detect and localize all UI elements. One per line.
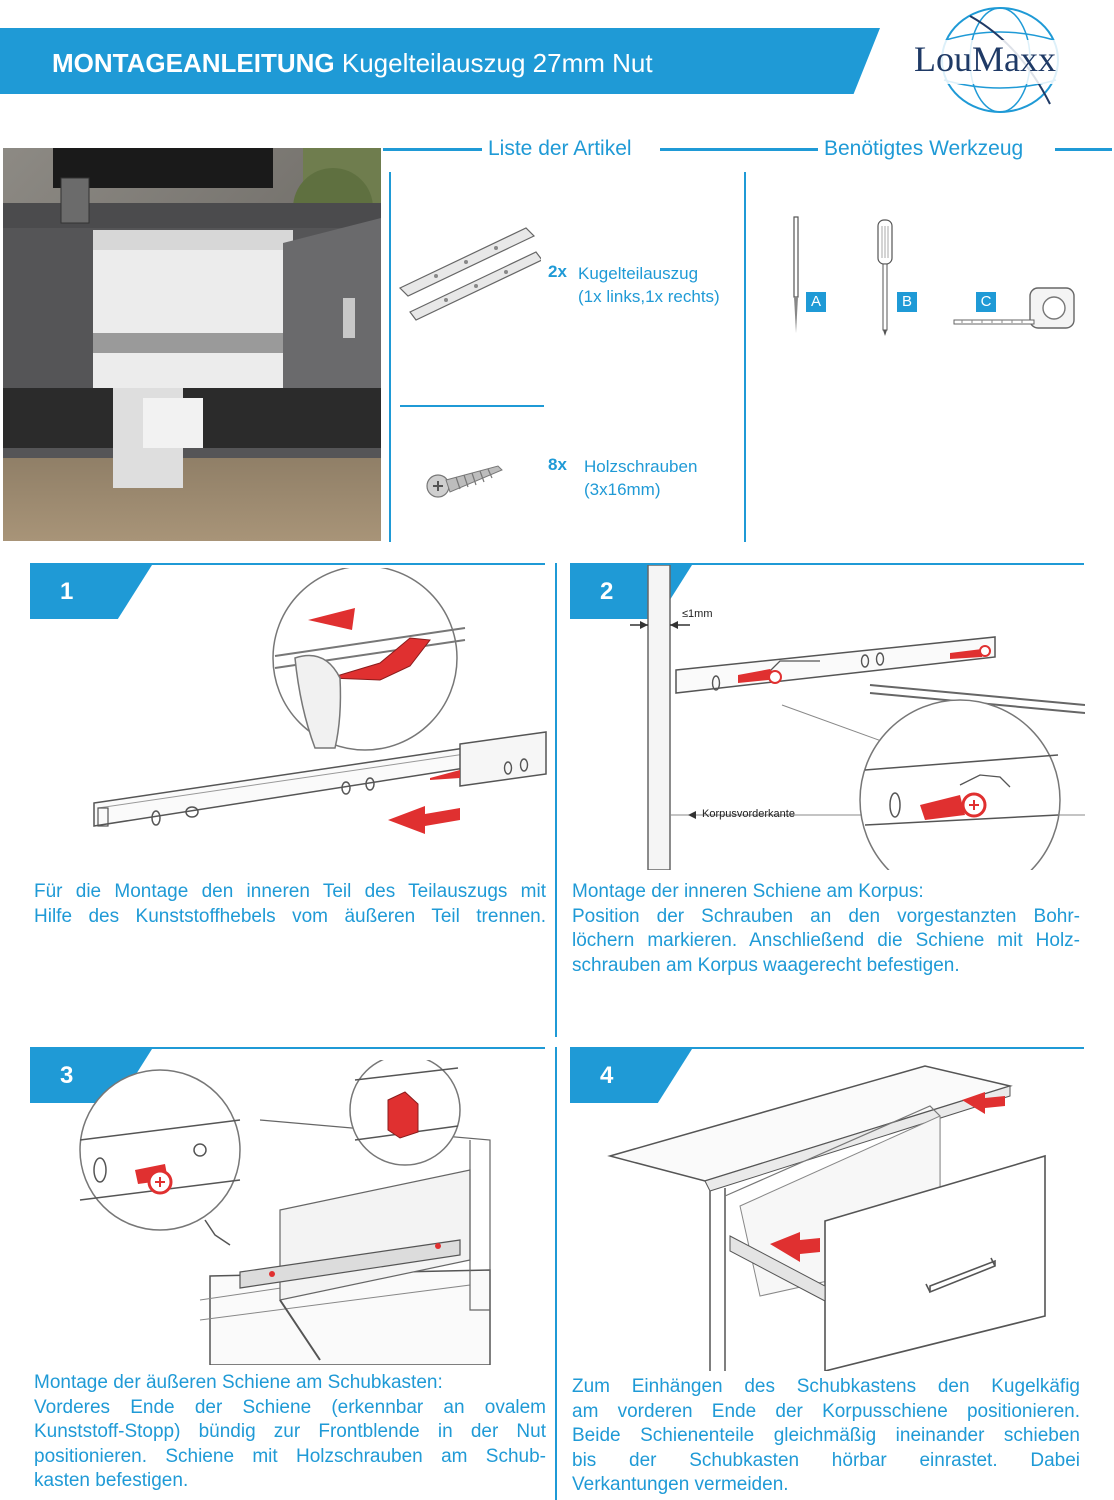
tools-heading: Benötigtes Werkzeug (818, 137, 1030, 161)
wood-screw-icon (426, 465, 503, 498)
page-title: MONTAGEANLEITUNG Kugelteilauszug 27mm Nu… (52, 48, 653, 79)
articles-rule-right (660, 148, 818, 151)
step4-description: Zum Einhängen des Schubkastens den Kugel… (572, 1375, 1080, 1498)
tool-label-a: A (806, 292, 826, 312)
title-banner (0, 28, 880, 94)
screwdriver-icon (877, 219, 893, 336)
step1-top-rule (30, 563, 545, 565)
title-rest: Kugelteilauszug 27mm Nut (341, 48, 653, 78)
step3-description: Montage der äußeren Schiene am Schubkast… (34, 1371, 546, 1494)
step2-line: Montage der inneren Schiene am Korpus: (572, 881, 924, 902)
tool-label-b: B (897, 292, 917, 312)
step3-line: Kunststoff-Stopp) bündig zur Frontblende… (34, 1421, 546, 1443)
tool-label-c: C (976, 292, 996, 312)
step4-illustration (607, 1065, 1046, 1371)
drawer-slide-pair-icon (398, 227, 541, 321)
cabinet-photo (3, 148, 381, 541)
tools-rule-right (1055, 148, 1112, 151)
article-name-screws: Holzschrauben (584, 457, 698, 476)
title-bold: MONTAGEANLEITUNG (52, 48, 335, 78)
tape-measure-icon (953, 287, 1075, 329)
step2-gap-label: ≤1mm (682, 608, 712, 620)
step2-illustration: Korpusvorderkante ≤1mm (630, 565, 1085, 870)
step4-line: Verkantungen vermeiden. (572, 1474, 789, 1496)
step2-description: Montage der inneren Schiene am Korpus: P… (572, 880, 1080, 978)
step3-number: 3 (60, 1062, 74, 1089)
step1-line: Hilfe des Kunststoffhebels vom äußeren T… (34, 905, 546, 927)
step3-line: kasten befestigen. (34, 1470, 189, 1492)
article-detail-slides: (1x links,1x rechts) (578, 287, 720, 306)
brand-name: LouMaxx (914, 39, 1056, 79)
step4-line: bis der Schubkasten hörbar einrastet. Da… (572, 1449, 1080, 1471)
step3-line: Vorderes Ende der Schiene (erkennbar an … (34, 1396, 546, 1418)
step4-number: 4 (600, 1062, 614, 1089)
step1-number: 1 (60, 578, 74, 605)
article-qty-screws: 8x (548, 455, 567, 474)
awl-icon (793, 216, 799, 333)
step4-line: Zum Einhängen des Schubkastens den Kugel… (572, 1376, 1080, 1397)
step3-illustration (79, 1060, 491, 1365)
step4-line: Beide Schienenteile gleichmäßig ineinand… (572, 1425, 1080, 1447)
step2-line: Position der Schrauben an den vorgestanz… (572, 905, 1080, 927)
article-name-slides: Kugelteilauszug (578, 264, 699, 283)
step1-description: Für die Montage den inneren Teil des Tei… (34, 880, 546, 929)
articles-rule-left (383, 148, 483, 151)
step2-line: löchern markieren. Anschließend die Schi… (572, 930, 1080, 952)
step3-top-rule (30, 1047, 545, 1049)
step1-line: Für die Montage den inneren Teil des Tei… (34, 881, 546, 902)
step-column-divider-upper (555, 563, 557, 1037)
step2-edge-label: Korpusvorderkante (702, 808, 795, 820)
step4-line: am vorderen Ende der Korpusschiene posit… (572, 1400, 1080, 1422)
articles-item-divider (400, 405, 544, 407)
step4-top-rule (570, 1047, 1084, 1049)
article-qty-slides: 2x (548, 262, 567, 281)
step2-line: schrauben am Korpus waagerecht befestige… (572, 954, 960, 976)
step-column-divider-lower (555, 1047, 557, 1500)
step2-top-rule (570, 563, 1084, 565)
articles-left-divider (389, 172, 391, 542)
step1-illustration (93, 568, 547, 834)
brand-logo-globe-icon (906, 7, 1094, 113)
articles-tools-divider (744, 172, 746, 542)
article-detail-screws: (3x16mm) (584, 480, 661, 499)
step2-number: 2 (600, 578, 614, 605)
articles-heading: Liste der Artikel (482, 137, 638, 161)
step3-line: Montage der äußeren Schiene am Schubkast… (34, 1372, 443, 1393)
step3-line: positionieren. Schiene mit Holzschrauben… (34, 1445, 546, 1467)
